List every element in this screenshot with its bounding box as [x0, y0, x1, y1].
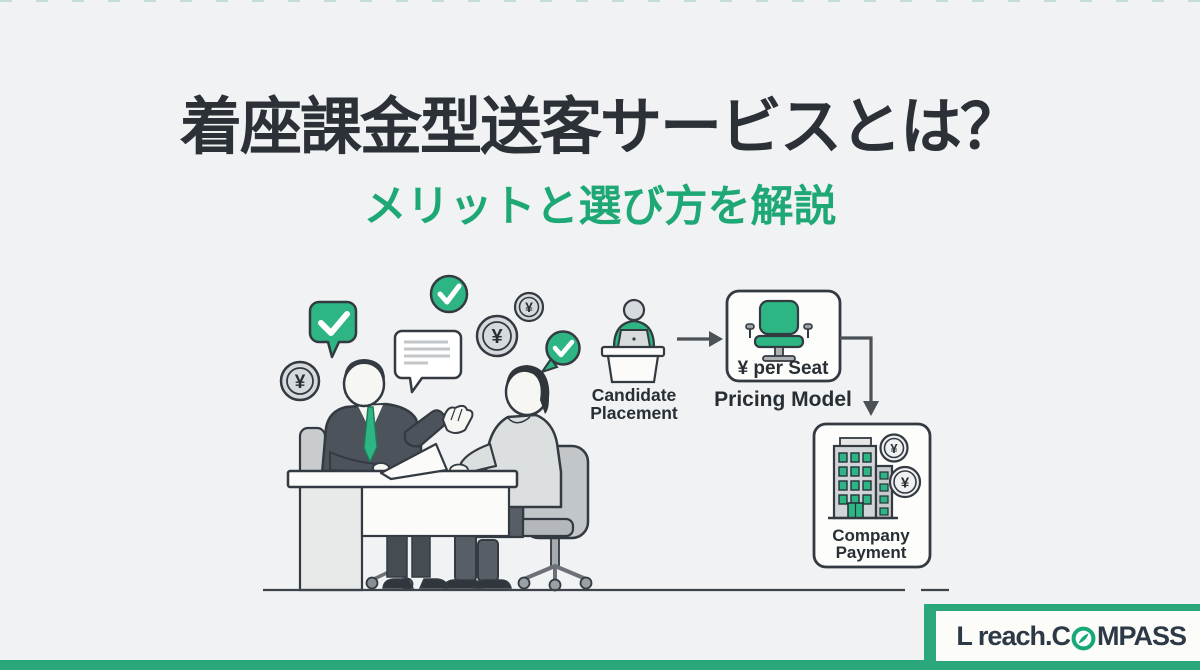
logo-background: L reach.C MPASS: [936, 611, 1200, 661]
speech-bubble-icon: [393, 329, 463, 394]
office-chair-icon: [745, 299, 813, 362]
illustration-scene: ¥ ¥ ¥: [263, 274, 949, 592]
page-title: 着座課金型送客サービスとは？: [179, 93, 1022, 162]
logo-text-left: L reach.C: [956, 620, 1071, 651]
yen-coin-icon: ¥: [475, 314, 519, 358]
per-seat-text: ¥ per Seat: [738, 358, 829, 379]
check-circle-icon: [429, 274, 469, 314]
interviewer-lower-legs: [365, 535, 449, 591]
company-payment-box: ¥ ¥ Company Payment: [812, 422, 932, 569]
svg-text:¥: ¥: [901, 475, 910, 492]
yen-coin-icon: ¥: [888, 465, 922, 499]
top-edge-artifact: [0, 0, 1200, 2]
svg-text:¥: ¥: [890, 441, 898, 456]
logo-text-right: MPASS: [1096, 620, 1187, 651]
candidate-placement-label-1: Candidate: [592, 385, 677, 405]
yen-coin-icon: ¥: [513, 291, 545, 323]
company-payment-label-2: Payment: [836, 543, 907, 562]
page-subtitle: メリットと選び方を解説: [363, 183, 837, 231]
yen-coin-icon: ¥: [279, 360, 321, 402]
check-round-bubble-icon: [539, 330, 581, 374]
svg-text:¥: ¥: [491, 326, 503, 348]
logo: L reach.C MPASS: [924, 604, 1200, 670]
candidate-placement-label-2: Placement: [590, 403, 678, 423]
arrow-right-icon: [677, 331, 723, 347]
compass-icon: [1071, 626, 1096, 651]
candidate-placement-icon: [600, 298, 666, 384]
connector-arrow-down-icon: [840, 336, 879, 416]
company-payment-label-1: Company: [832, 526, 910, 545]
interviewer-illustration: [320, 359, 474, 476]
yen-coin-icon: ¥: [879, 433, 909, 463]
building-icon: [828, 437, 898, 520]
check-speech-bubble-icon: [308, 300, 358, 359]
pricing-model-box: ¥ per Seat: [725, 289, 842, 383]
document-icon: [379, 442, 449, 481]
svg-text:¥: ¥: [295, 372, 306, 393]
pricing-model-label: Pricing Model: [714, 388, 852, 411]
svg-text:¥: ¥: [525, 299, 533, 315]
footer-bar: [0, 660, 1200, 670]
